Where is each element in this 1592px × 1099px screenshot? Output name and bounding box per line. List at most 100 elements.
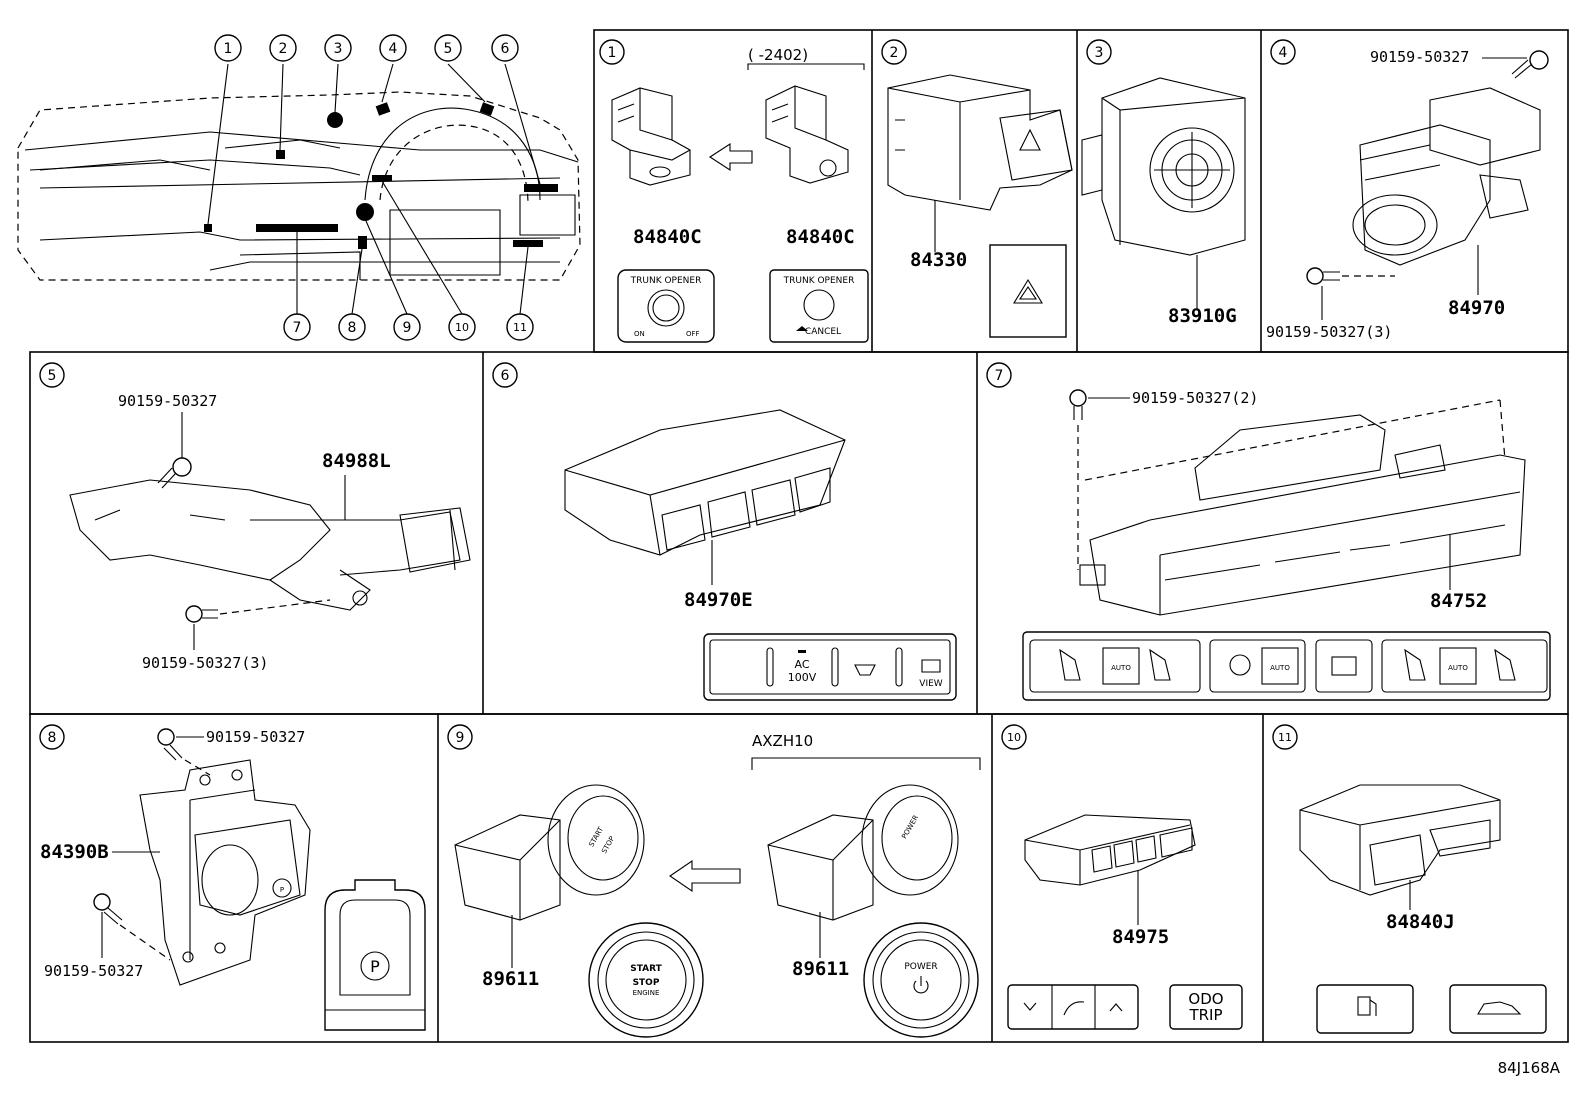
svg-text:AUTO: AUTO [1448, 664, 1468, 672]
parking-brake-button-face: P [324, 879, 426, 1031]
svg-text:90159-50327(3): 90159-50327(3) [142, 654, 268, 672]
svg-text:90159-50327: 90159-50327 [1370, 48, 1469, 66]
reference-code: 84J168A [1498, 1059, 1561, 1077]
callout-1: 1 [214, 34, 242, 62]
trunk-button-face [1449, 984, 1547, 1034]
callout-10: 10 [448, 313, 476, 341]
svg-text:84970E: 84970E [684, 589, 753, 611]
callout-9: 9 [393, 313, 421, 341]
svg-text:90159-50327: 90159-50327 [118, 392, 217, 410]
seat-icon [1149, 648, 1171, 681]
trunk-icon [1477, 1001, 1522, 1015]
svg-text:8: 8 [348, 320, 357, 336]
svg-text:9: 9 [456, 730, 465, 746]
svg-text:STOP: STOP [600, 835, 616, 855]
svg-text:11: 11 [513, 321, 527, 334]
seat-icon [1059, 648, 1081, 681]
wiper-switch-part [69, 479, 471, 611]
svg-text:10: 10 [455, 321, 469, 334]
power-switch-part: POWER [767, 784, 959, 921]
panel-grid [29, 29, 1569, 1043]
panel-11: 11 84840J [1272, 724, 1547, 1034]
svg-text:3: 3 [1095, 45, 1104, 61]
steering-heater-icon [1229, 654, 1251, 676]
callout-6: 6 [491, 34, 519, 62]
svg-text:TRIP: TRIP [1188, 1006, 1222, 1024]
svg-text:84840C: 84840C [633, 226, 702, 248]
svg-text:VIEW: VIEW [919, 679, 942, 689]
svg-text:POWER: POWER [900, 814, 920, 841]
svg-text:7: 7 [995, 368, 1004, 384]
fuel-door-button-face [1316, 984, 1414, 1034]
trunk-switch-part-b [765, 85, 849, 184]
svg-text:10: 10 [1007, 731, 1021, 744]
supersede-arrow [708, 142, 753, 172]
svg-text:5: 5 [48, 368, 57, 384]
svg-text:90159-50327(3): 90159-50327(3) [1266, 323, 1392, 341]
svg-text:11: 11 [1278, 731, 1292, 744]
trunk-opener-button-on-off: TRUNK OPENER ON OFF [617, 269, 715, 343]
defogger-icon [1331, 656, 1357, 676]
camera-view-icon [921, 659, 941, 673]
svg-text:OFF: OFF [686, 330, 700, 338]
svg-text:AUTO: AUTO [1111, 664, 1131, 672]
svg-text:84390B: 84390B [40, 841, 109, 863]
bolt-icon [157, 728, 183, 761]
panel-9: 9 AXZH10 START STOP POWER 89611 89611 ST… [447, 724, 981, 1038]
svg-text:7: 7 [293, 320, 302, 336]
svg-text:84752: 84752 [1430, 590, 1487, 612]
svg-text:TRUNK OPENER: TRUNK OPENER [783, 276, 855, 286]
svg-text:ON: ON [634, 330, 645, 338]
svg-text:84330: 84330 [910, 249, 967, 271]
panel-1: 1 ( -2402) 84840C 84840C TRUNK OPENER ON… [599, 39, 869, 343]
fuel-trunk-switch-part [1299, 784, 1501, 896]
hazard-button-face [989, 244, 1067, 338]
panel-8: 8 90159-50327 P 84390B 90159-50327 P [39, 724, 426, 1031]
svg-text:90159-50327(2): 90159-50327(2) [1132, 389, 1258, 407]
svg-text:AC: AC [794, 658, 809, 671]
svg-text:ENGINE: ENGINE [633, 989, 660, 997]
power-icon [913, 980, 929, 994]
callout-5: 5 [434, 34, 462, 62]
svg-text:START: START [630, 964, 662, 974]
svg-text:AUTO: AUTO [1270, 664, 1290, 672]
power-button-face: POWER [863, 922, 979, 1038]
light-control-switch-part [1352, 87, 1541, 266]
bolt-icon [1306, 267, 1340, 285]
callout-11: 11 [506, 313, 534, 341]
fuel-pump-icon [1357, 996, 1371, 1016]
supersede-arrow [669, 859, 741, 893]
trunk-opener-button-cancel: TRUNK OPENER CANCEL [769, 269, 869, 343]
display-mode-icon [1063, 1001, 1085, 1016]
hazard-switch-part [887, 74, 1073, 211]
seat-heater-switch-face: AUTO AUTO AUTO [1022, 631, 1551, 701]
bolt-icon [1069, 389, 1087, 420]
svg-text:84840J: 84840J [1386, 911, 1455, 933]
svg-text:2: 2 [890, 45, 899, 61]
overview-callouts: 1 2 3 4 5 6 7 8 9 10 11 [214, 34, 534, 341]
ac-view-switch-face: AC 100V VIEW [703, 633, 957, 701]
panel-6: 6 84970E AC 100V VIEW [492, 362, 957, 701]
svg-text:9: 9 [403, 320, 412, 336]
svg-text:1: 1 [608, 45, 617, 61]
svg-text:89611: 89611 [482, 968, 539, 990]
panel-3: 3 83910G [1081, 39, 1246, 327]
callout-7: 7 [283, 313, 311, 341]
svg-text:AXZH10: AXZH10 [752, 732, 813, 750]
panel-10: 10 84975 ODO TRIP [1001, 724, 1243, 1030]
svg-text:ODO: ODO [1188, 990, 1223, 1008]
panel-2: 2 84330 [881, 39, 1073, 338]
callout-3: 3 [324, 34, 352, 62]
svg-text:5: 5 [444, 41, 453, 57]
svg-text:1: 1 [224, 41, 233, 57]
parking-brake-switch-part: P [139, 759, 311, 986]
svg-text:3: 3 [334, 41, 343, 57]
chevron-up-icon [1109, 1003, 1123, 1012]
bolt-icon [157, 457, 192, 489]
ac-view-switch-part [564, 409, 846, 556]
mirror-switch-part [1081, 77, 1246, 256]
svg-text:POWER: POWER [904, 962, 937, 972]
callout-8: 8 [338, 313, 366, 341]
svg-text:8: 8 [48, 730, 57, 746]
